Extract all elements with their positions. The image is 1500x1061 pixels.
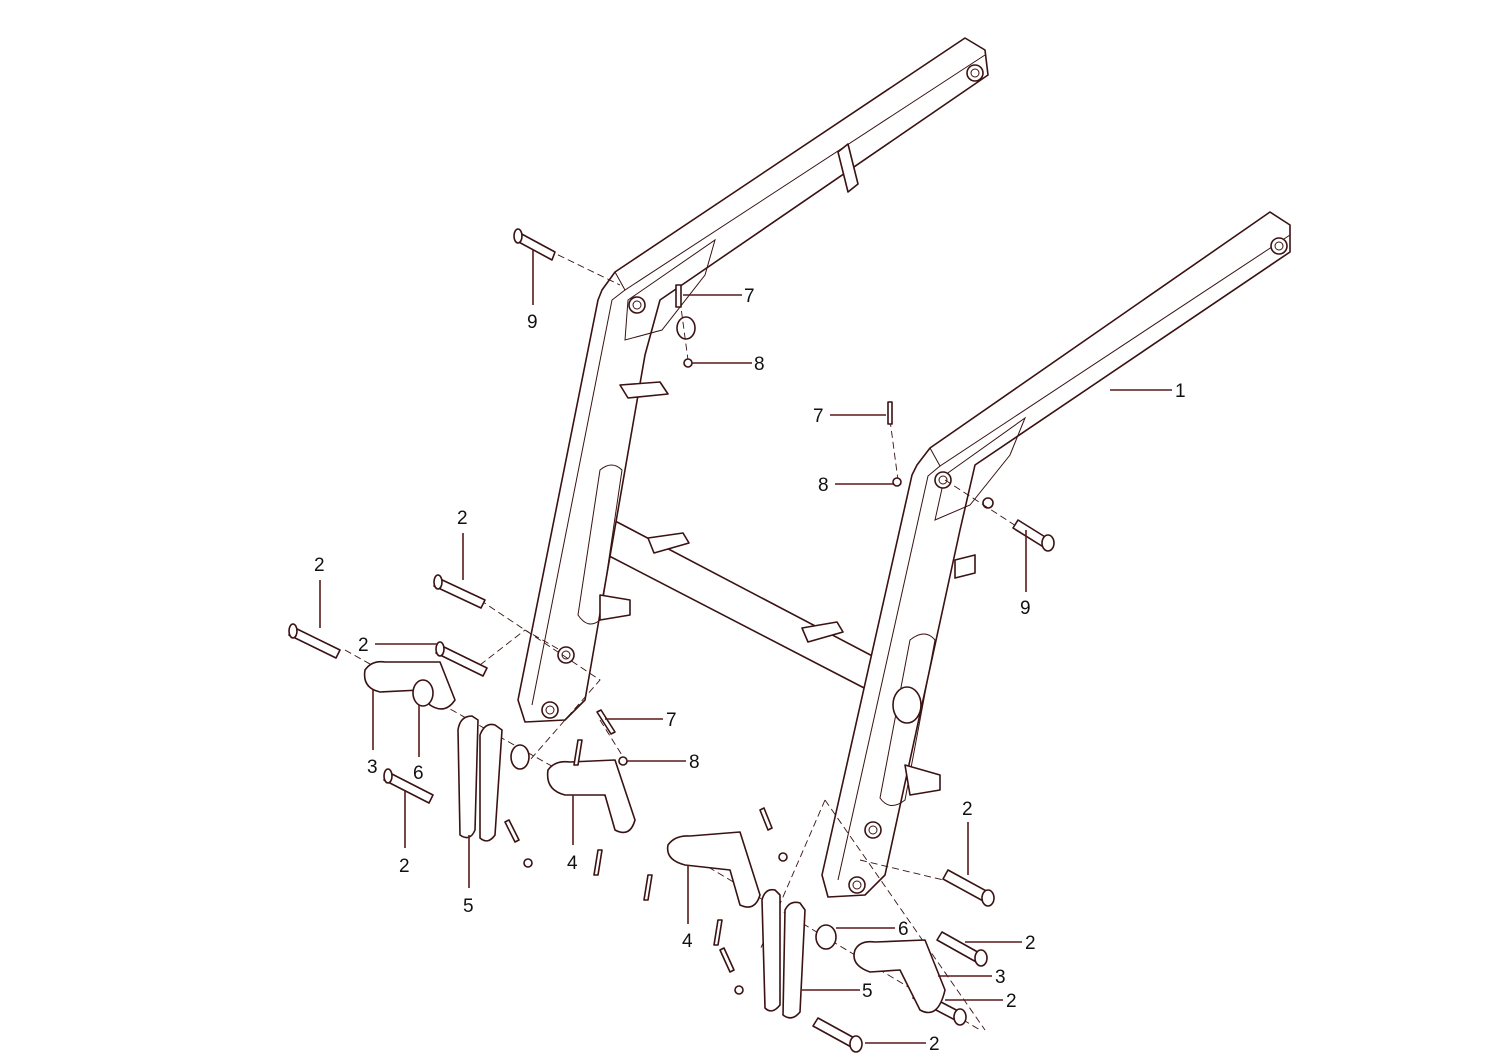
right-loader-arm bbox=[821, 211, 1291, 898]
callout-2: 2 bbox=[1025, 933, 1036, 954]
callout-2: 2 bbox=[399, 856, 410, 877]
callout-2: 2 bbox=[962, 799, 973, 820]
callout-5: 5 bbox=[862, 981, 873, 1002]
callout-1: 1 bbox=[1175, 381, 1186, 402]
callout-2: 2 bbox=[314, 555, 325, 576]
callout-5: 5 bbox=[463, 896, 474, 917]
callout-leaders bbox=[319, 250, 1172, 1044]
hardware bbox=[288, 228, 1055, 1053]
callout-8: 8 bbox=[818, 475, 829, 496]
callout-2: 2 bbox=[358, 635, 369, 656]
callout-9: 9 bbox=[527, 312, 538, 333]
callout-2: 2 bbox=[1006, 991, 1017, 1012]
callout-3: 3 bbox=[367, 757, 378, 778]
callout-3: 3 bbox=[995, 967, 1006, 988]
callout-6: 6 bbox=[898, 919, 909, 940]
callout-4: 4 bbox=[682, 931, 693, 952]
left-loader-arm bbox=[517, 37, 989, 723]
callout-2: 2 bbox=[457, 508, 468, 529]
callout-8: 8 bbox=[689, 752, 700, 773]
callout-2: 2 bbox=[929, 1034, 940, 1055]
callout-4: 4 bbox=[567, 853, 578, 874]
callout-8: 8 bbox=[754, 354, 765, 375]
callout-7: 7 bbox=[666, 710, 677, 731]
callout-9: 9 bbox=[1020, 598, 1031, 619]
callout-7: 7 bbox=[813, 406, 824, 427]
callout-6: 6 bbox=[413, 763, 424, 784]
callout-labels: 7 8 9 1 7 8 9 2 2 2 3 6 7 8 2 5 4 4 2 6 … bbox=[314, 286, 1186, 1055]
callout-7: 7 bbox=[744, 286, 755, 307]
